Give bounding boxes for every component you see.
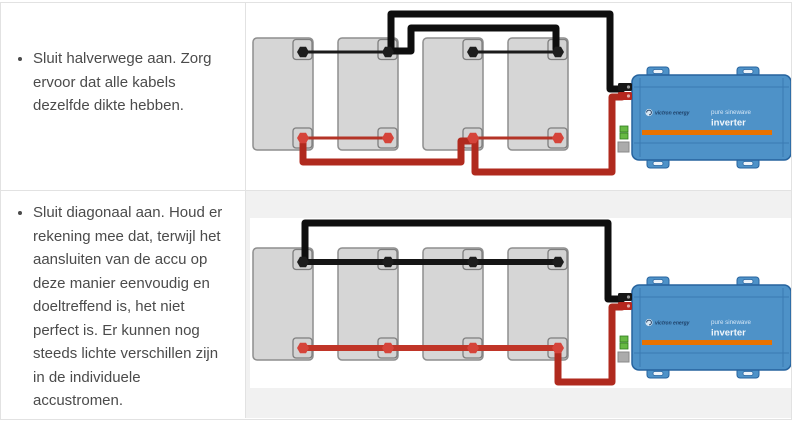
negative-main-cable (301, 219, 626, 303)
midpoint-connection-diagram (252, 10, 791, 176)
text-cell-diagonal: Sluit diagonaal aan. Houd er rekening me… (1, 191, 246, 418)
positive-link-cable (299, 136, 474, 166)
negative-link-cable (385, 24, 560, 55)
positive-main-cable (554, 303, 626, 386)
diagram-cell-midpoint (246, 3, 791, 190)
table-row-midpoint: Sluit halverwege aan. Zorg ervoor dat al… (1, 3, 791, 191)
diagonal-connection-diagram (252, 219, 791, 386)
positive-main-cable (471, 93, 626, 176)
table-row-diagonal: Sluit diagonaal aan. Houd er rekening me… (1, 191, 791, 418)
bullet-list: Sluit halverwege aan. Zorg ervoor dat al… (1, 3, 245, 118)
comparison-table: Sluit halverwege aan. Zorg ervoor dat al… (0, 2, 792, 420)
diagram-cell-diagonal (246, 191, 791, 418)
bullet-text-diagonal: Sluit diagonaal aan. Houd er rekening me… (33, 201, 237, 413)
diagram-image-frame (250, 218, 791, 388)
text-cell-midpoint: Sluit halverwege aan. Zorg ervoor dat al… (1, 3, 246, 190)
negative-main-cable (387, 10, 626, 93)
bullet-list: Sluit diagonaal aan. Houd er rekening me… (1, 191, 245, 413)
bullet-text-midpoint: Sluit halverwege aan. Zorg ervoor dat al… (33, 47, 237, 118)
